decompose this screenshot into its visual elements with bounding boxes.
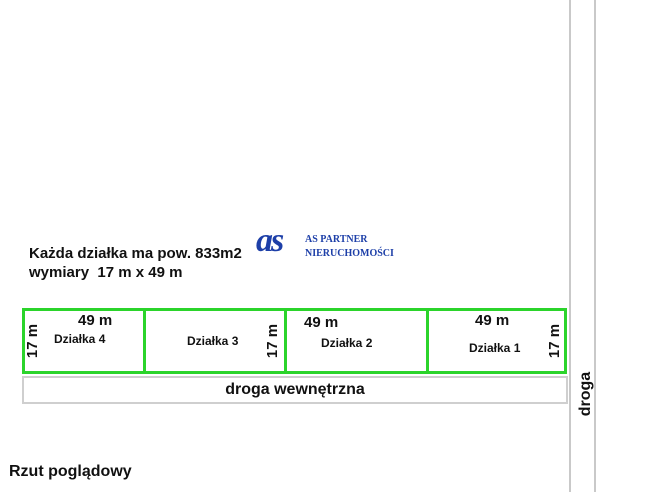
plot-4-length-label: 49 m xyxy=(78,312,113,329)
plot-1-name: Działka 1 xyxy=(469,341,521,355)
plot-2-length-label: 49 m xyxy=(304,314,339,331)
plot-4-name: Działka 4 xyxy=(54,332,106,346)
plots-strip xyxy=(22,308,567,374)
company-logo: as AS PARTNER NIERUCHOMOŚCI xyxy=(256,222,416,268)
plot-divider-2-1 xyxy=(426,311,429,371)
plot-divider-3-2 xyxy=(284,311,287,371)
plot-1-length-label: 49 m xyxy=(475,312,510,329)
plot-3-label: Działka 3 xyxy=(187,334,239,348)
plot-divider-4-3 xyxy=(143,311,146,371)
logo-mark: as xyxy=(256,222,284,259)
internal-road-label: droga wewnętrzna xyxy=(225,381,365,398)
plot-4-width-label: 17 m xyxy=(24,323,41,359)
logo-name: AS PARTNER xyxy=(305,234,368,245)
plot-1-width-label: 17 m xyxy=(546,323,563,359)
plot-3-width-label: 17 m xyxy=(264,323,281,359)
dimensions-info: wymiary 17 m x 49 m xyxy=(29,264,183,281)
logo-subtitle: NIERUCHOMOŚCI xyxy=(305,248,394,259)
road-label: droga xyxy=(577,371,594,417)
footer-title: Rzut poglądowy xyxy=(9,463,132,480)
area-info: Każda działka ma pow. 833m2 xyxy=(29,245,242,262)
internal-road: droga wewnętrzna xyxy=(22,376,568,404)
plot-2-name: Działka 2 xyxy=(321,336,373,350)
road-edge-left xyxy=(569,0,571,492)
road-edge-right xyxy=(594,0,596,492)
